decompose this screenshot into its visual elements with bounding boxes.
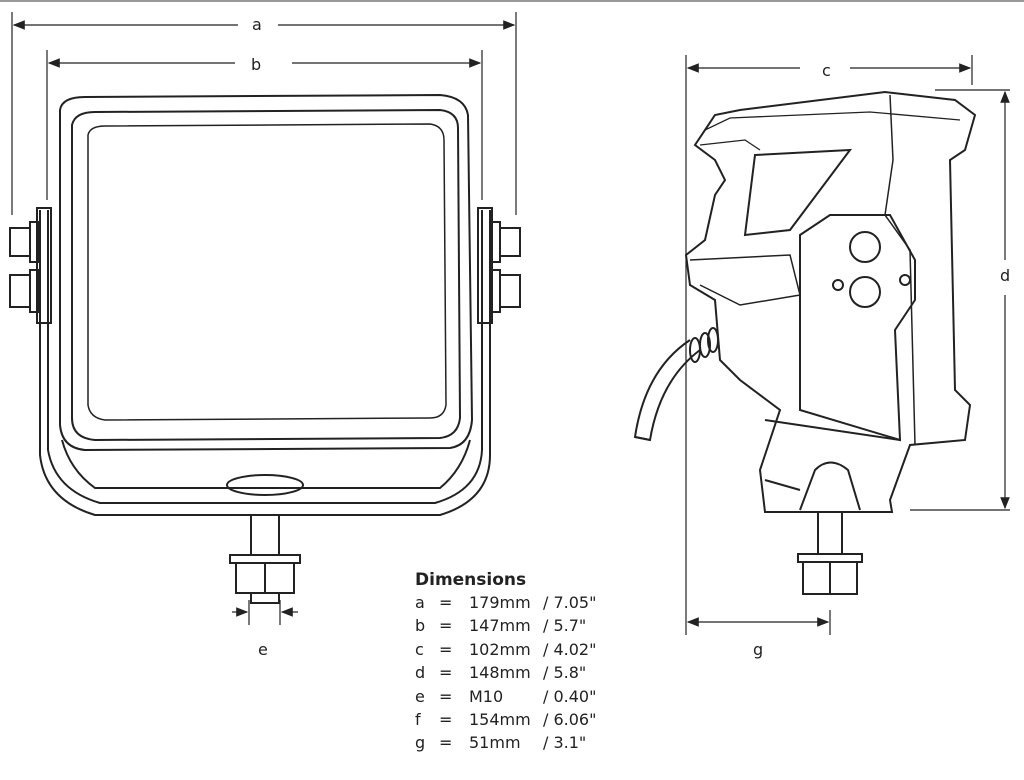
dimension-imperial: / 5.7" [543,616,587,636]
side-stud [817,511,843,555]
label-g: g [753,640,764,659]
dimensions-title: Dimensions [415,570,527,590]
dimension-imperial: / 5.8" [543,663,587,683]
dimension-key: b [415,616,426,636]
dimension-metric: 102mm [469,639,531,659]
dimension-key: a [415,593,425,612]
dimension-row-c: c = 102mm / 4.02" [415,638,596,661]
dimension-metric: 179mm [469,593,531,612]
dimension-key: d [415,663,426,683]
dimension-metric: 51mm [469,733,521,753]
top-border [0,0,1024,2]
bolt-left-lower [9,274,31,308]
dimension-eq: = [439,733,453,753]
dimension-row-f: f = 154mm / 6.06" [415,708,596,731]
dimension-g [686,610,831,635]
dimension-e [232,600,298,625]
side-view [633,90,977,595]
dimension-imperial: / 4.02" [543,639,597,659]
mount-stud [250,514,280,556]
dimension-row-g: g = 51mm / 3.1" [415,731,596,754]
bolt-right-lower [499,274,521,308]
label-c: c [822,61,831,80]
dimension-eq: = [439,710,453,730]
dimension-metric: 147mm [469,616,531,636]
dimension-a [11,12,517,215]
front-view [9,93,521,604]
dimension-row-e: e = M10 / 0.40" [415,685,596,708]
dimension-imperial: / 7.05" [543,593,597,612]
label-b: b [251,55,262,74]
bolt-right-upper [499,227,521,257]
dimension-metric: M10 [469,686,504,706]
dimension-c [685,55,973,635]
washer [229,554,301,564]
dimension-b [46,50,483,200]
dimension-row-a: a = 179mm / 7.05" [415,591,596,614]
dimension-eq: = [439,639,453,659]
dimension-row-b: b = 147mm / 5.7" [415,614,596,637]
dimension-imperial: / 6.06" [543,710,597,730]
dimension-metric: 154mm [469,710,531,730]
bolt-left-upper [9,227,31,257]
dimension-imperial: / 0.40" [543,686,597,706]
dimension-row-d: d = 148mm / 5.8" [415,661,596,684]
label-d: d [1000,266,1011,285]
dimension-key: f [415,710,421,730]
dimension-key: c [415,639,424,659]
dimension-d [910,89,1010,511]
label-a: a [252,15,262,34]
dimension-imperial: / 3.1" [543,733,587,753]
label-e: e [258,640,268,659]
dimension-eq: = [439,663,453,683]
dimension-key: g [415,733,426,753]
dimension-eq: = [439,616,453,636]
dimension-key: e [415,686,425,706]
dimension-eq: = [439,593,453,612]
dimension-metric: 148mm [469,663,531,683]
dimensions-table: Dimensions a = 179mm / 7.05" b = 147mm / 5.7" c =… [415,569,596,755]
dimension-eq: = [439,686,453,706]
cable [634,349,701,442]
